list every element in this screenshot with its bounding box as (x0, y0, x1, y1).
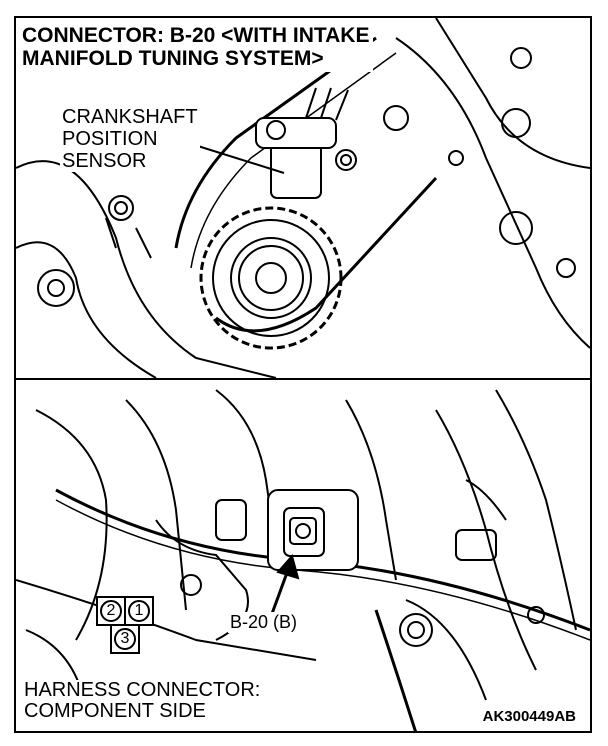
pin-1: 1 (124, 596, 154, 626)
harness-label-line-1: HARNESS CONNECTOR: (24, 679, 261, 701)
pin-2-number: 2 (100, 600, 122, 622)
sensor-label-line-3: SENSOR (62, 150, 147, 172)
pin-2: 2 (96, 596, 126, 626)
harness-label-line-2: COMPONENT SIDE (24, 700, 206, 722)
title-line-2: MANIFOLD TUNING SYSTEM> (22, 47, 324, 70)
engine-view-top: CONNECTOR: B-20 <WITH INTAKE MANIFOLD TU… (16, 18, 590, 378)
diagram-frame: CONNECTOR: B-20 <WITH INTAKE MANIFOLD TU… (14, 16, 592, 733)
panel-divider (16, 378, 590, 380)
crankshaft-illustration (16, 18, 590, 378)
crankshaft-sensor-label: CRANKSHAFT POSITION SENSOR (60, 106, 200, 172)
sensor-label-line-1: CRANKSHAFT (62, 106, 198, 128)
figure-code: AK300449AB (480, 708, 578, 725)
title-line-1: CONNECTOR: B-20 <WITH INTAKE (22, 24, 370, 47)
pin-3-number: 3 (114, 628, 136, 650)
sensor-label-line-2: POSITION (62, 128, 158, 150)
diagram-title: CONNECTOR: B-20 <WITH INTAKE MANIFOLD TU… (22, 24, 374, 72)
connector-callout: B-20 (B) (228, 612, 300, 633)
pin-3: 3 (110, 624, 140, 654)
connector-pin-diagram: 2 1 3 (86, 596, 170, 676)
harness-connector-label: HARNESS CONNECTOR: COMPONENT SIDE (22, 679, 263, 722)
pin-1-number: 1 (128, 600, 150, 622)
